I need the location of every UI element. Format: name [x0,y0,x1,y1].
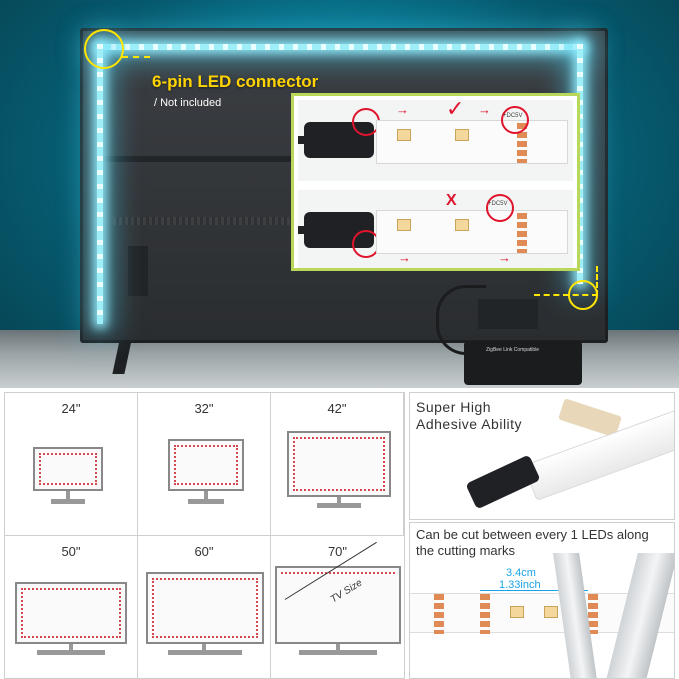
solder-pads [434,594,444,634]
cut-text: Can be cut between every 1 LEDs along th… [416,527,649,558]
controller-wire [436,285,486,355]
size-label: 24" [61,401,81,416]
adhesive-title: Super High Adhesive Ability [416,399,523,432]
solder-pads [517,123,527,163]
solder-pads [480,594,490,634]
monitor-neck [336,644,340,650]
tv-size-grid: 24" 32" 42" 50" 60" [4,392,405,679]
corner-callout-circle [84,29,124,69]
led-strip-top [97,44,583,50]
arrow-icon: → [478,102,491,117]
monitor-neck [337,497,341,503]
led-strip-segment [376,210,568,254]
led-chip [544,606,558,618]
cut-panel: Can be cut between every 1 LEDs along th… [409,522,675,679]
monitor-stand [37,650,105,655]
measure-cm: 3.4cm [506,567,536,579]
monitor-icon [33,447,103,491]
tv-bar [103,156,293,162]
led-chip [455,129,469,141]
size-label: 50" [61,544,81,559]
monitor-stand [188,499,224,504]
monitor-neck [204,491,208,499]
size-cell: 70" TV Size [271,536,404,679]
monitor-icon [287,431,391,497]
led-outline [21,588,121,638]
arrow-icon: → [398,250,411,265]
tv-vent [113,217,413,225]
monitor-icon: TV Size [275,541,401,644]
pin-label: +DC5V [488,201,508,207]
size-cell: 32" [138,393,271,536]
connector-label: 6-pin LED connector [152,72,319,91]
tv-port [128,246,148,296]
connector-note: / Not included [154,97,222,109]
monitor-neck [66,491,70,499]
led-outline [174,445,238,485]
monitor-stand [299,650,377,655]
size-label: 32" [194,401,214,416]
adhesive-panel: Super High Adhesive Ability [409,392,675,520]
led-outline [152,578,258,638]
monitor-neck [69,644,73,650]
size-label: 70" [327,544,348,559]
check-icon: ✓ [446,100,465,121]
led-strip-segment [376,120,568,164]
led-outline [39,453,97,485]
measure-inch: 1.33inch [499,579,541,591]
monitor-icon [168,439,244,491]
led-chip [510,606,524,618]
right-callout-circle [568,280,598,310]
hero-image: 6-pin LED connector / Not included → ✓ →… [0,0,679,388]
connector-orientation-inset: → ✓ → +DC5V X +DC5V → → [291,93,580,271]
size-cell: 60" [138,536,271,679]
monitor-icon [15,582,127,644]
pin-label: +DC5V [503,113,523,119]
led-chip [397,129,411,141]
led-chip [455,219,469,231]
size-label: 60" [194,544,214,559]
led-outline [293,437,385,491]
arrow-icon: → [396,102,409,117]
cross-icon: X [446,192,457,209]
solder-pads [517,213,527,253]
correct-orientation-row: → ✓ → +DC5V [298,100,573,181]
callout-dash-line [122,56,150,58]
pin-circle [501,106,529,134]
monitor-stand [168,650,242,655]
arrow-icon: → [498,250,511,265]
size-cell: 50" [5,536,138,679]
monitor-neck [202,644,206,650]
zigbee-controller: ZigBee Link Compatible [464,341,582,385]
solder-pads [588,594,598,634]
size-cell: 42" [271,393,404,536]
controller-label: ZigBee Link Compatible [486,347,540,353]
measure-line [480,590,588,591]
wrong-orientation-row: X +DC5V → → [298,187,573,268]
right-callout-dash [534,266,598,296]
size-cell: 24" [5,393,138,536]
monitor-icon [146,572,264,644]
led-strip-right [577,44,583,284]
monitor-stand [51,499,85,504]
led-outline [281,572,395,638]
size-label: 42" [327,401,347,416]
led-strip-left [97,44,103,324]
connector-plug [465,454,541,510]
tv-bracket [478,299,538,329]
pin-circle [486,194,514,222]
led-chip [397,219,411,231]
monitor-stand [317,503,361,508]
